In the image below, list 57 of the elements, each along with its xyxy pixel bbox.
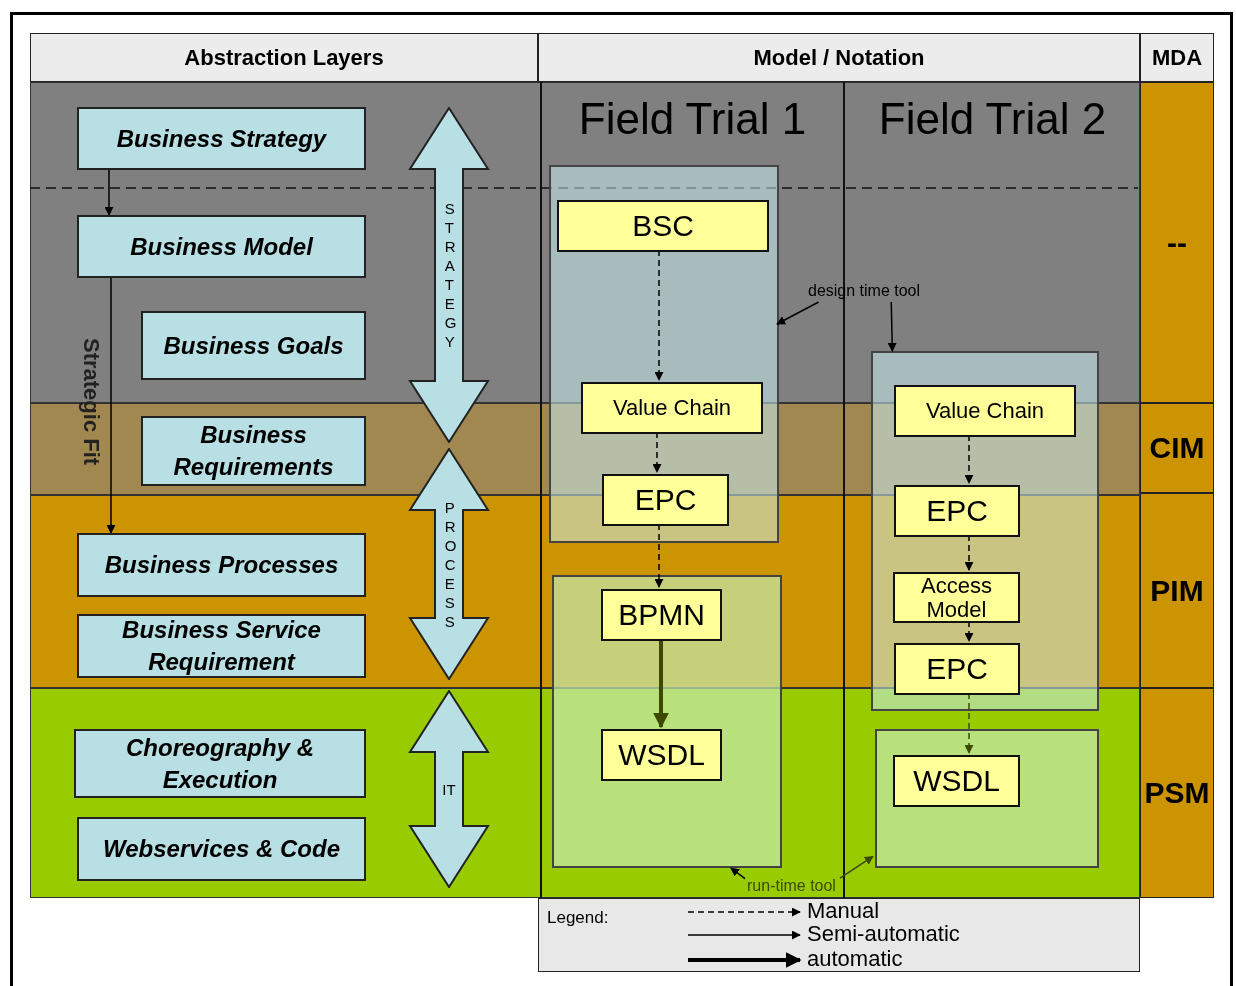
- layer-box: Business Model: [77, 215, 366, 278]
- notation-box: WSDL: [893, 755, 1020, 807]
- arrow: [654, 249, 664, 381]
- layer-box: Business Service Requirement: [77, 614, 366, 678]
- mda-cell: PIM: [1140, 493, 1214, 688]
- arrow-label: STRATEGY: [444, 199, 454, 351]
- legend-text: Semi-automatic: [807, 922, 960, 946]
- leader-line: [730, 867, 746, 880]
- arrow: [964, 620, 974, 642]
- leader-line: [839, 855, 874, 879]
- tool-area: [875, 729, 1099, 868]
- notation-box: EPC: [894, 485, 1020, 537]
- header-cell: MDA: [1140, 33, 1214, 82]
- layer-span-indicator: [408, 107, 490, 443]
- notation-box: Value Chain: [581, 382, 763, 434]
- arrow: [964, 434, 974, 484]
- arrow: [652, 431, 662, 473]
- arrow: [104, 169, 114, 216]
- notation-box: EPC: [602, 474, 729, 526]
- arrow-label: PROCESS: [444, 497, 454, 631]
- arrow: [106, 277, 116, 534]
- legend-title: Legend:: [547, 908, 609, 928]
- layer-box: Choreography & Execution: [74, 729, 366, 798]
- column-title: Field Trial 1: [577, 94, 808, 144]
- notation-box: BPMN: [601, 589, 722, 641]
- mda-cell: PSM: [1140, 688, 1214, 898]
- layer-box: Business Goals: [141, 311, 366, 380]
- tool-area: [871, 351, 1099, 711]
- header-cell: Model / Notation: [538, 33, 1140, 82]
- arrow: [653, 639, 669, 729]
- legend-text: automatic: [807, 947, 903, 971]
- legend-text: Manual: [807, 899, 880, 923]
- annotation-text: run-time tool: [747, 877, 842, 895]
- arrow: [964, 534, 974, 571]
- arrow-label: IT: [442, 779, 456, 799]
- layer-box: Business Requirements: [141, 416, 366, 486]
- notation-box: BSC: [557, 200, 769, 252]
- layer-box: Business Processes: [77, 533, 366, 597]
- header-cell: Abstraction Layers: [30, 33, 538, 82]
- tool-area: [552, 575, 782, 868]
- layer-span-indicator: [408, 448, 490, 680]
- arrow: [964, 692, 974, 754]
- leader-line: [887, 301, 897, 352]
- notation-box: Value Chain: [894, 385, 1076, 437]
- notation-box: WSDL: [601, 729, 722, 781]
- layer-span-indicator: [408, 690, 490, 888]
- notation-box: Access Model: [893, 572, 1020, 623]
- leader-line: [776, 301, 820, 325]
- mda-cell: --: [1140, 82, 1214, 403]
- arrow: [654, 523, 664, 588]
- side-label: Strategic Fit: [78, 338, 104, 468]
- column-title: Field Trial 2: [877, 94, 1108, 144]
- mda-cell: CIM: [1140, 403, 1214, 493]
- layer-box: Webservices & Code: [77, 817, 366, 881]
- layer-box: Business Strategy: [77, 107, 366, 170]
- notation-box: EPC: [894, 643, 1020, 695]
- tool-area: [549, 165, 779, 543]
